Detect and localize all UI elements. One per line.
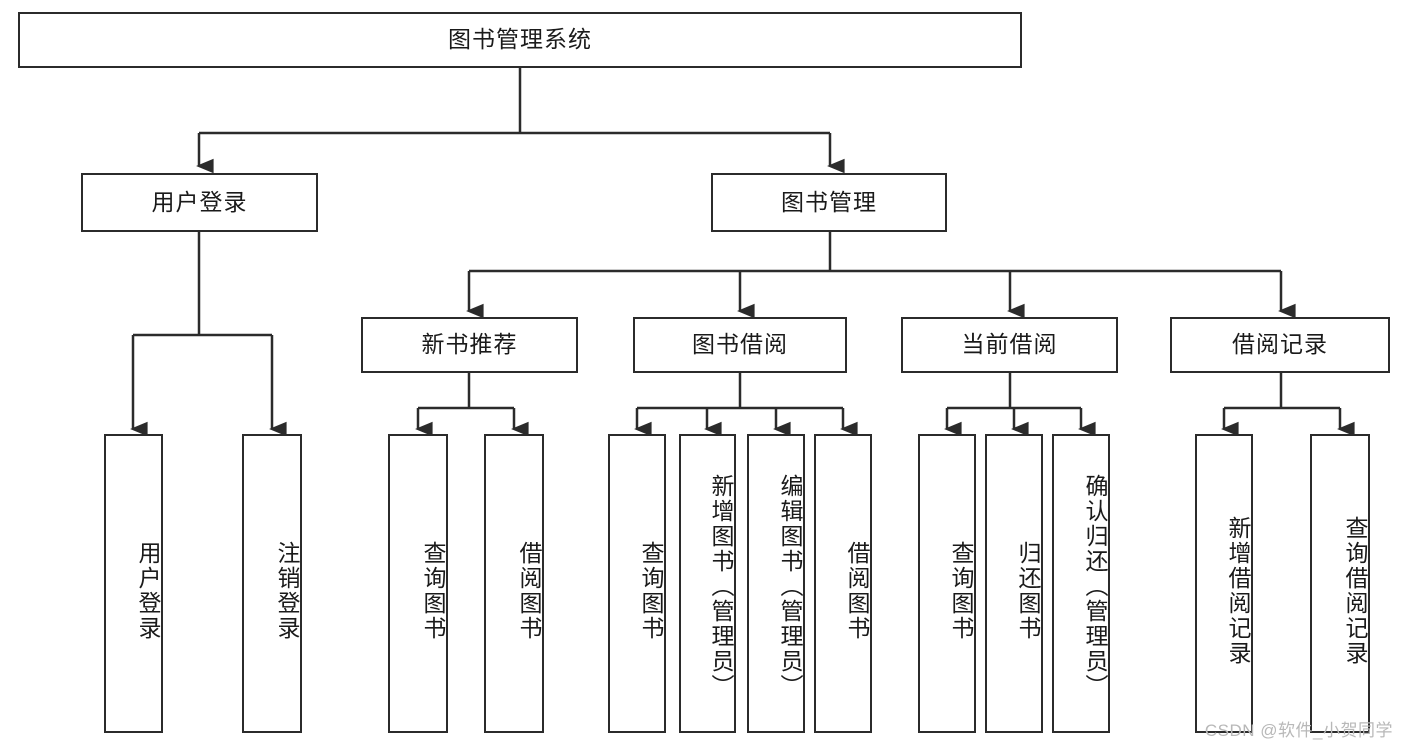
node-current-borrow[interactable]: 当前借阅 [901,317,1118,373]
leaf-query-book-1[interactable]: 查询图书 [388,434,448,733]
node-book-borrow-label: 图书借阅 [692,331,788,358]
leaf-return-book[interactable]: 归还图书 [985,434,1043,733]
leaf-add-borrow-record[interactable]: 新增借阅记录 [1195,434,1253,733]
leaf-query-book-3[interactable]: 查询图书 [918,434,976,733]
leaf-user-login-label: 用户登录 [135,540,161,641]
leaf-add-borrow-record-label: 新增借阅记录 [1225,515,1251,666]
leaf-confirm-return-admin-label: 确认归还（管理员） [1082,474,1108,699]
leaf-user-login[interactable]: 用户登录 [104,434,163,733]
leaf-borrow-book-1-label: 借阅图书 [516,540,542,641]
watermark: CSDN @软件_小贺同学 [1204,721,1393,740]
node-root[interactable]: 图书管理系统 [18,12,1022,68]
node-book-borrow[interactable]: 图书借阅 [633,317,847,373]
node-borrow-records-label: 借阅记录 [1232,331,1328,358]
node-current-borrow-label: 当前借阅 [961,331,1058,358]
node-book-management-label: 图书管理 [781,188,877,215]
leaf-borrow-book-1[interactable]: 借阅图书 [484,434,544,733]
leaf-logout-label: 注销登录 [274,540,300,641]
node-root-label: 图书管理系统 [448,26,592,53]
leaf-query-book-1-label: 查询图书 [420,540,446,641]
node-book-management[interactable]: 图书管理 [711,173,947,232]
node-borrow-records[interactable]: 借阅记录 [1170,317,1390,373]
leaf-logout[interactable]: 注销登录 [242,434,302,733]
leaf-edit-book-admin-label: 编辑图书（管理员） [777,474,803,699]
leaf-return-book-label: 归还图书 [1015,540,1041,641]
leaf-add-book-admin[interactable]: 新增图书（管理员） [679,434,736,733]
leaf-add-book-admin-label: 新增图书（管理员） [708,474,734,699]
node-new-book-recommend[interactable]: 新书推荐 [361,317,578,373]
leaf-edit-book-admin[interactable]: 编辑图书（管理员） [747,434,805,733]
leaf-borrow-book-2[interactable]: 借阅图书 [814,434,872,733]
leaf-query-borrow-record-label: 查询借阅记录 [1342,515,1368,666]
leaf-query-borrow-record[interactable]: 查询借阅记录 [1310,434,1370,733]
node-user-login[interactable]: 用户登录 [81,173,318,232]
node-new-book-recommend-label: 新书推荐 [421,331,518,358]
leaf-query-book-3-label: 查询图书 [948,540,974,641]
node-user-login-label: 用户登录 [151,188,248,215]
leaf-query-book-2-label: 查询图书 [638,540,664,641]
leaf-borrow-book-2-label: 借阅图书 [844,540,870,641]
leaf-query-book-2[interactable]: 查询图书 [608,434,666,733]
leaf-confirm-return-admin[interactable]: 确认归还（管理员） [1052,434,1110,733]
